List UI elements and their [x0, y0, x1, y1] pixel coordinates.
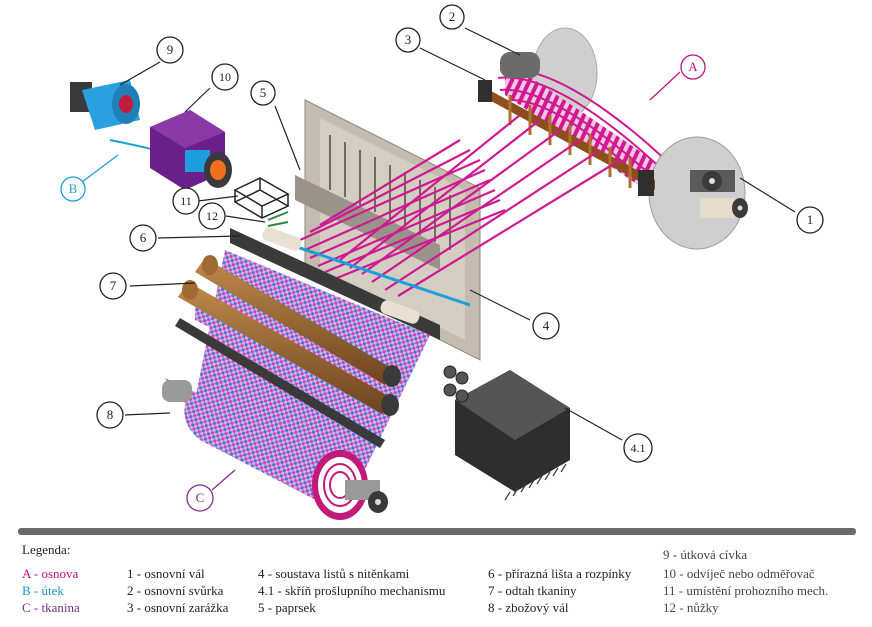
- callout-5-label: 5: [260, 85, 267, 100]
- callout-4-label: 4: [543, 318, 550, 333]
- callout-8: [96, 401, 124, 429]
- callout-C-label: C: [196, 490, 205, 505]
- legend-7: 7 - odtah tkaniny: [488, 583, 577, 598]
- weft-bobbin: [70, 80, 191, 161]
- scissors: [267, 211, 289, 227]
- legend-4-1: 4.1 - skříň prošlupního mechanismu: [258, 583, 446, 598]
- callout-7-label: 7: [110, 278, 117, 293]
- warp-stop-motion: [478, 80, 655, 196]
- callout-2-label: 2: [449, 9, 456, 24]
- legend-1: 1 - osnovní vál: [127, 566, 205, 581]
- callout-4-1: [623, 433, 653, 463]
- legend-9: 9 - útková cívka: [663, 547, 748, 562]
- legend-4: 4 - soustava listů s nitěnkami: [258, 566, 410, 581]
- take-up-rollers: [178, 255, 401, 416]
- loom-diagram: 1 2 3 4 4.1 5 6 7 8 9 10 11 12 A B C: [60, 4, 824, 520]
- beat-up-bar: [230, 227, 440, 340]
- callout-4: [532, 312, 560, 340]
- legend-a: A - osnova: [22, 566, 79, 581]
- callout-9-label: 9: [167, 42, 174, 57]
- legend-2: 2 - osnovní svůrka: [127, 583, 224, 598]
- callout-12-label: 12: [206, 209, 218, 223]
- callout-8-label: 8: [107, 407, 114, 422]
- callout-10-label: 10: [219, 70, 231, 84]
- callout-2: [439, 4, 465, 30]
- leader-lines: [119, 27, 796, 441]
- callout-C: [186, 484, 214, 512]
- callout-6: [129, 224, 157, 252]
- callout-9: [156, 36, 184, 64]
- callout-B-label: B: [69, 181, 78, 196]
- insertion-zone: [233, 177, 290, 219]
- legend-10: 10 - odvíječ nebo odměřovač: [663, 566, 815, 581]
- callout-B: [60, 176, 86, 202]
- callout-3-label: 3: [405, 32, 412, 47]
- legend-c: C - tkanina: [22, 600, 80, 615]
- callout-4-1-label: 4.1: [631, 441, 646, 455]
- callout-5: [250, 80, 276, 106]
- legend-title: Legenda:: [22, 542, 71, 557]
- callout-A: [680, 54, 706, 80]
- shedding-mechanism-box: [443, 365, 570, 501]
- callout-12: [198, 202, 226, 230]
- callout-1-label: 1: [807, 212, 814, 227]
- callout-11-label: 11: [180, 194, 192, 208]
- legend-12: 12 - nůžky: [663, 600, 719, 615]
- callout-7: [99, 272, 127, 300]
- warp-beam: [497, 27, 748, 250]
- callout-11: [172, 187, 200, 215]
- legend-6: 6 - přírazná lišta a rozpínky: [488, 566, 632, 581]
- callout-1: [796, 206, 824, 234]
- guide-bar: [175, 318, 385, 448]
- legend-5: 5 - paprsek: [258, 600, 316, 615]
- legend-8: 8 - zbožový vál: [488, 600, 569, 615]
- legend-11: 11 - umístění prohozního mech.: [663, 583, 829, 598]
- legend-3: 3 - osnovní zarážka: [127, 600, 229, 615]
- cloth-beam: [162, 378, 388, 520]
- weft-feeder: [150, 110, 232, 190]
- callout-A-label: A: [688, 59, 698, 74]
- callout-3: [395, 27, 421, 53]
- heddle-frames: [269, 99, 621, 361]
- callout-6-label: 6: [140, 230, 147, 245]
- callout-10: [211, 63, 239, 91]
- legend-divider: [18, 528, 856, 535]
- legend-b: B - útek: [22, 583, 64, 598]
